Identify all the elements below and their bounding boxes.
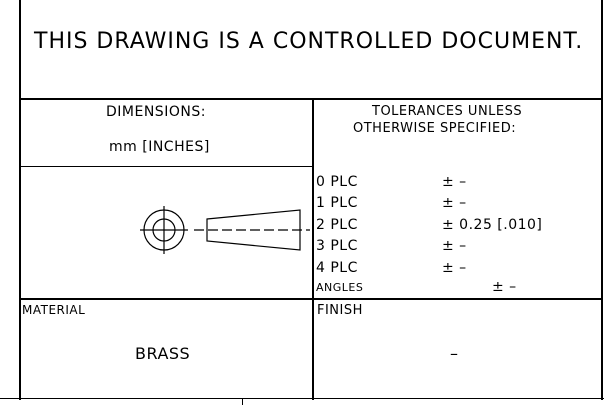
tolerances-heading-line2: OTHERWISE SPECIFIED: (353, 121, 517, 136)
tolerance-row-value: ± – (442, 238, 467, 254)
tolerance-row-label: 4 PLC (316, 260, 358, 276)
tolerance-row-label: 2 PLC (316, 217, 358, 233)
bottom-tick (242, 399, 243, 405)
divider-middle-vertical (312, 98, 314, 400)
tolerance-row-value: ± – (442, 195, 467, 211)
divider-dimensions (19, 166, 313, 167)
divider-material (19, 298, 603, 300)
tolerance-row-label: 0 PLC (316, 174, 358, 190)
finish-value: – (450, 344, 459, 363)
tolerance-row-value: ± – (442, 260, 467, 276)
border-left (19, 0, 21, 400)
finish-label: FINISH (317, 303, 363, 318)
third-angle-projection-icon (140, 206, 310, 254)
border-right (601, 0, 603, 400)
dimensions-units: mm [INCHES] (109, 139, 210, 155)
tolerance-row-value: ± – (442, 174, 467, 190)
bottom-rule (0, 398, 604, 399)
tolerances-heading-line1: TOLERANCES UNLESS (372, 104, 523, 119)
divider-header (19, 98, 603, 100)
controlled-document-statement: THIS DRAWING IS A CONTROLLED DOCUMENT. (34, 29, 584, 54)
material-value: BRASS (135, 344, 191, 363)
dimensions-label: DIMENSIONS: (106, 104, 206, 120)
angles-value: ± – (492, 279, 517, 295)
tolerance-row-label: 1 PLC (316, 195, 358, 211)
tolerance-row-label: 3 PLC (316, 238, 358, 254)
material-label: MATERIAL (22, 303, 86, 317)
angles-label: ANGLES (316, 281, 364, 294)
tolerance-row-value: ± 0.25 [.010] (442, 217, 543, 233)
